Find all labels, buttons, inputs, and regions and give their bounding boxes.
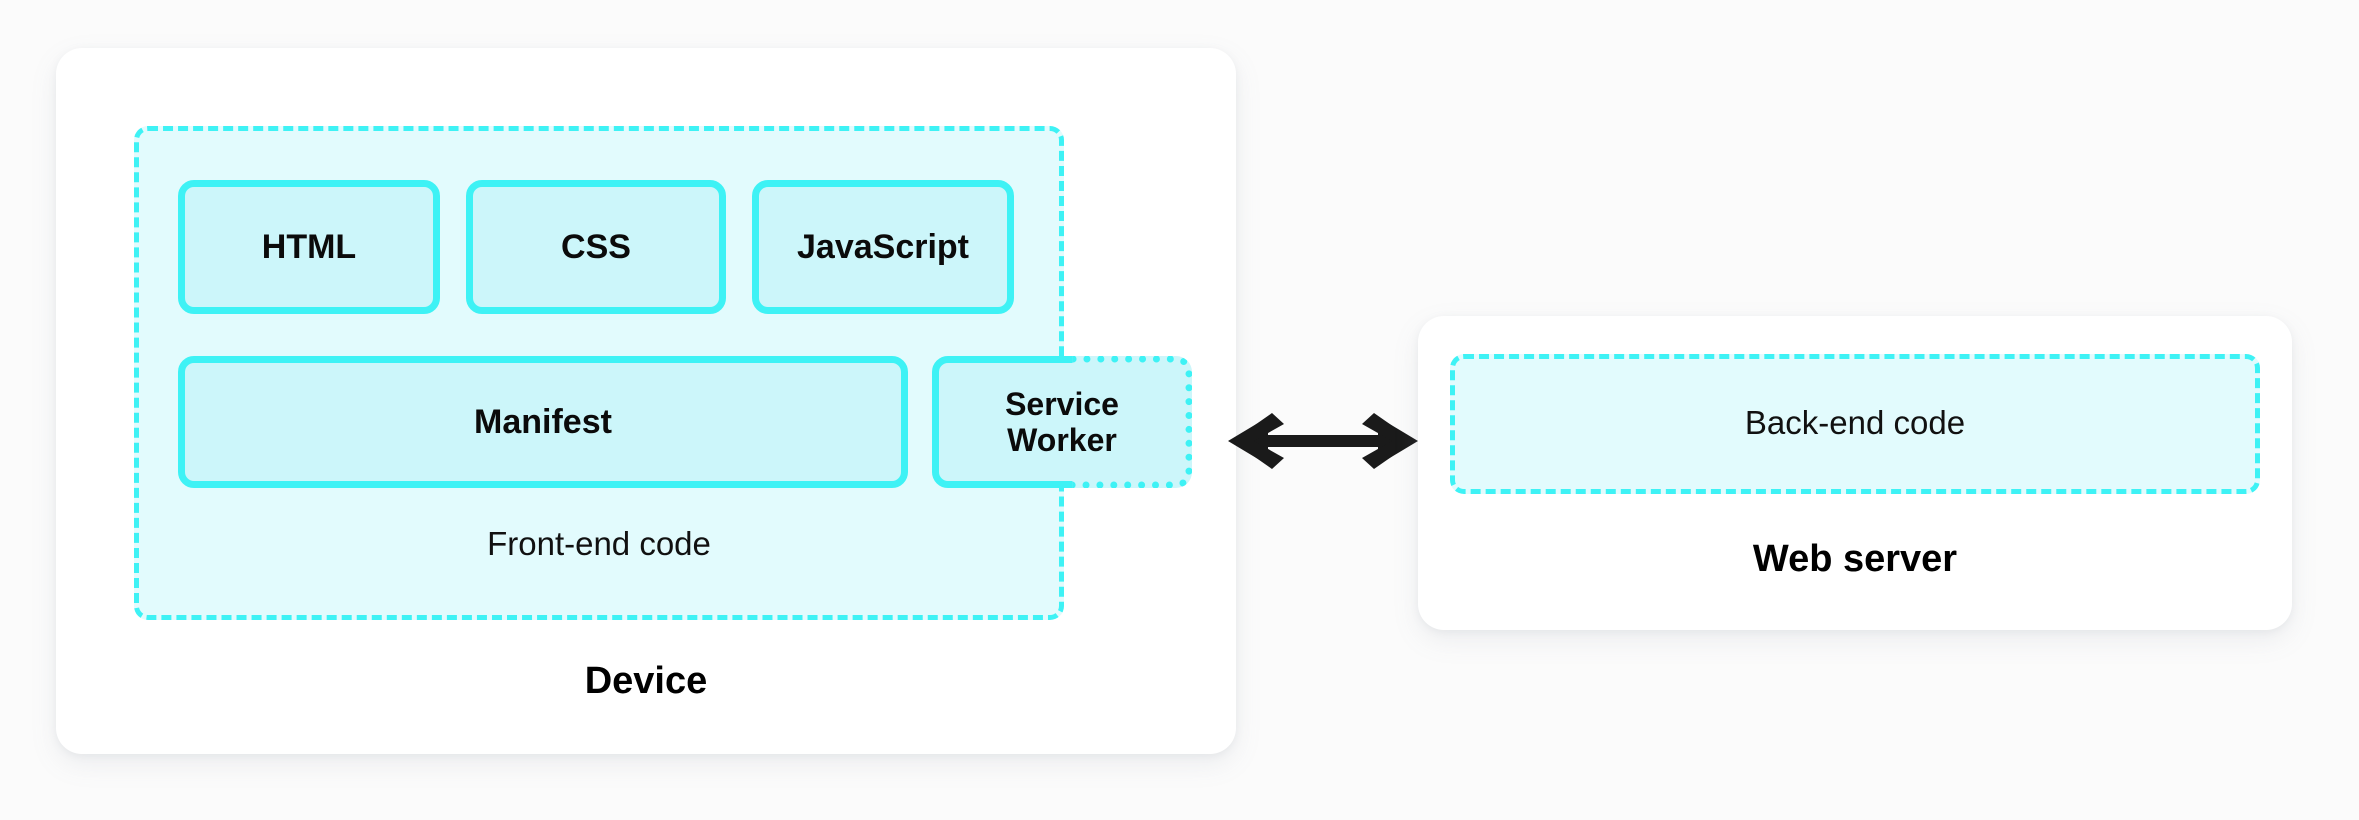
web-server-caption: Web server	[1752, 538, 1958, 580]
box-service-worker[interactable]: Service Worker	[932, 356, 1192, 488]
service-worker-label-line1: Service	[1005, 385, 1119, 422]
bidirectional-arrow-icon	[1228, 413, 1418, 469]
device-caption: Device	[584, 660, 708, 702]
back-end-code-caption: Back-end code	[1744, 404, 1966, 441]
back-end-code-region	[1450, 354, 2260, 494]
service-worker-label: Service Worker	[1005, 386, 1119, 459]
service-worker-label-line2: Worker	[1007, 422, 1117, 458]
box-css[interactable]: CSS	[466, 180, 726, 314]
box-manifest[interactable]: Manifest	[178, 356, 908, 488]
front-end-code-caption: Front-end code	[487, 525, 711, 562]
box-html[interactable]: HTML	[178, 180, 440, 314]
box-javascript[interactable]: JavaScript	[752, 180, 1014, 314]
